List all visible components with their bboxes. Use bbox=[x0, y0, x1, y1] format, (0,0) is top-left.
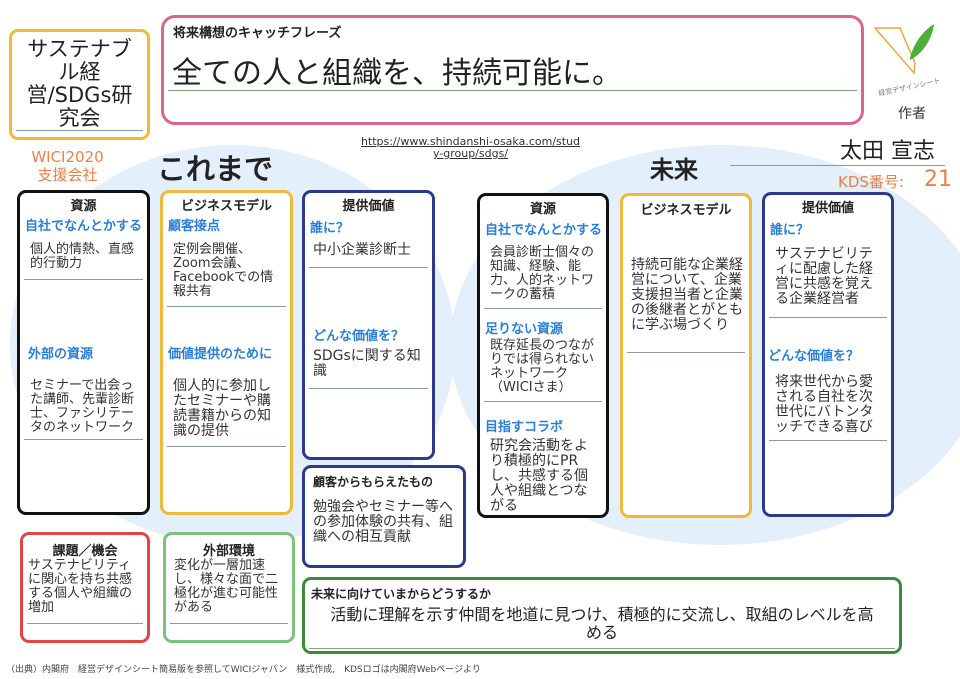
box-title: 提供価値 bbox=[801, 201, 854, 216]
section-text: サステナビリティに配慮した経営に共感を覚える企業経営者 bbox=[775, 246, 873, 307]
svg-text:経営デザインシート: 経営デザインシート bbox=[878, 76, 941, 96]
future-heading: 未来 bbox=[650, 156, 698, 184]
divider bbox=[170, 623, 288, 624]
section-label: どんな価値を？ bbox=[313, 329, 405, 344]
box-title: ビジネスモデル bbox=[180, 199, 272, 214]
section-text: 個人的に参加したセミナーや購読書籍からの知識の提供 bbox=[173, 378, 271, 439]
divider bbox=[167, 306, 286, 307]
box-text: 活動に理解を示す仲間を地道に見つけ、積極的に交流し、取組のレベルを高める bbox=[330, 605, 874, 642]
box-title: 外部環境 bbox=[202, 544, 255, 559]
section-text: セミナーで出会った講師、先輩診断士、ファシリテータのネットワーク bbox=[30, 378, 135, 435]
past-business-box: ビジネスモデル 顧客接点 定例会開催、Zoom会議、Facebookでの情報共有… bbox=[160, 190, 293, 515]
future-value-box: 提供価値 誰に？ サステナビリティに配慮した経営に共感を覚える企業経営者 どんな… bbox=[762, 192, 894, 517]
box-text: 変化が一層加速し、様々な面で二極化が進む可能性がある bbox=[174, 558, 279, 615]
box-text: 勉強会やセミナー等への参加体験の共有、組織への相互貢献 bbox=[313, 499, 453, 545]
support-line1: WICI2020 bbox=[31, 148, 104, 166]
divider bbox=[27, 623, 143, 624]
section-label: 自社でなんとかする bbox=[25, 219, 143, 234]
section-text: 個人的情熱、直感的行動力 bbox=[30, 242, 135, 271]
transition-box: 未来に向けていまからどうするか 活動に理解を示す仲間を地道に見つけ、積極的に交流… bbox=[302, 577, 902, 654]
box-title: 顧客からもらえたもの bbox=[313, 475, 434, 489]
environment-box: 外部環境 変化が一層加速し、様々な面で二極化が進む可能性がある bbox=[163, 532, 295, 643]
future-resources-box: 資源 自社でなんとかする 会員診断士個々の知識、経験、能力、人的ネットワークの蓄… bbox=[477, 193, 609, 518]
box-text: 持続可能な企業経営について、企業支援担当者と企業の後継者とがともに学ぶ場づくり bbox=[631, 257, 743, 333]
issues-box: 課題／機会 サステナビリティに関心を持ち共感する個人や組織の増加 bbox=[20, 532, 150, 643]
divider bbox=[730, 165, 945, 166]
section-text: 既存延長のつながりでは得られないネットワーク（WICIさま） bbox=[490, 338, 595, 395]
past-received-box: 顧客からもらえたもの 勉強会やセミナー等への参加体験の共有、組織への相互貢献 bbox=[302, 465, 466, 568]
section-text: 中小企業診断士 bbox=[313, 242, 411, 258]
author-name: 太田 宣志 bbox=[840, 139, 935, 164]
section-label: 誰に？ bbox=[310, 221, 350, 236]
section-label: 誰に？ bbox=[770, 223, 810, 238]
box-title: 課題／機会 bbox=[52, 544, 118, 559]
divider bbox=[24, 279, 143, 280]
section-text: 研究会活動をより積極的にPRし、共感する個人や組織とつながる bbox=[490, 438, 588, 514]
catchphrase-label: 将来構想のキャッチフレーズ bbox=[173, 26, 342, 41]
section-label: 自社でなんとかする bbox=[485, 223, 603, 238]
divider bbox=[309, 267, 428, 268]
url-link[interactable]: https://www.shindanshi-osaka.com/study-g… bbox=[360, 135, 581, 160]
divider bbox=[484, 401, 602, 402]
divider bbox=[769, 317, 887, 318]
box-title: 未来に向けていまからどうするか bbox=[311, 587, 492, 601]
support-line2: 支援会社 bbox=[37, 166, 98, 184]
divider bbox=[167, 446, 286, 447]
kds-label: KDS番号: bbox=[838, 173, 904, 191]
title-box: サステナブル経営/SDGs研究会 bbox=[9, 29, 150, 140]
section-label: どんな価値を？ bbox=[768, 349, 860, 364]
divider bbox=[24, 439, 143, 440]
kds-logo: 経営デザインシート bbox=[870, 18, 942, 98]
divider bbox=[627, 352, 745, 353]
section-label: 足りない資源 bbox=[485, 322, 564, 337]
section-text: 将来世代から愛される自社を次世代にバトンタッチできる喜び bbox=[775, 374, 874, 435]
box-title: 提供価値 bbox=[342, 199, 395, 214]
divider bbox=[309, 388, 428, 389]
divider bbox=[168, 90, 857, 91]
past-heading: これまで bbox=[157, 152, 274, 186]
title: サステナブル経営/SDGs研究会 bbox=[26, 37, 133, 130]
divider bbox=[769, 440, 887, 441]
author-label: 作者 bbox=[898, 106, 926, 122]
past-resources-box: 資源 自社でなんとかする 個人的情熱、直感的行動力 外部の資源 セミナーで出会っ… bbox=[17, 190, 150, 515]
past-value-box: 提供価値 誰に？ 中小企業診断士 どんな価値を？ SDGsに関する知識 bbox=[302, 190, 435, 460]
catchphrase-box: 将来構想のキャッチフレーズ 全ての人と組織を、持続可能に。 bbox=[161, 15, 864, 125]
footer-note: （出典）内閣府 経営デザインシート簡易版を参照してWICIジャパン 様式作成, … bbox=[6, 665, 481, 675]
support-label: WICI2020 支援会社 bbox=[25, 148, 110, 184]
section-label: 価値提供のために bbox=[168, 347, 273, 362]
future-business-box: ビジネスモデル 持続可能な企業経営について、企業支援担当者と企業の後継者とがとも… bbox=[620, 193, 752, 518]
section-label: 外部の資源 bbox=[28, 347, 94, 362]
catchphrase-text: 全ての人と組織を、持続可能に。 bbox=[172, 56, 622, 91]
kds-number: 21 bbox=[924, 167, 952, 192]
section-text: 会員診断士個々の知識、経験、能力、人的ネットワークの蓄積 bbox=[490, 245, 595, 302]
divider bbox=[16, 130, 143, 131]
section-text: SDGsに関する知識 bbox=[313, 348, 421, 379]
section-label: 顧客接点 bbox=[168, 219, 221, 234]
divider bbox=[309, 648, 895, 649]
section-text: 定例会開催、Zoom会議、Facebookでの情報共有 bbox=[173, 242, 274, 299]
kds-logo-icon: 経営デザインシート bbox=[873, 24, 941, 98]
box-text: サステナビリティに関心を持ち共感する個人や組織の増加 bbox=[28, 558, 133, 615]
box-title: 資源 bbox=[529, 202, 556, 217]
box-title: 資源 bbox=[70, 199, 97, 214]
section-label: 目指すコラボ bbox=[485, 420, 564, 435]
box-title: ビジネスモデル bbox=[640, 203, 732, 218]
divider bbox=[484, 308, 602, 309]
